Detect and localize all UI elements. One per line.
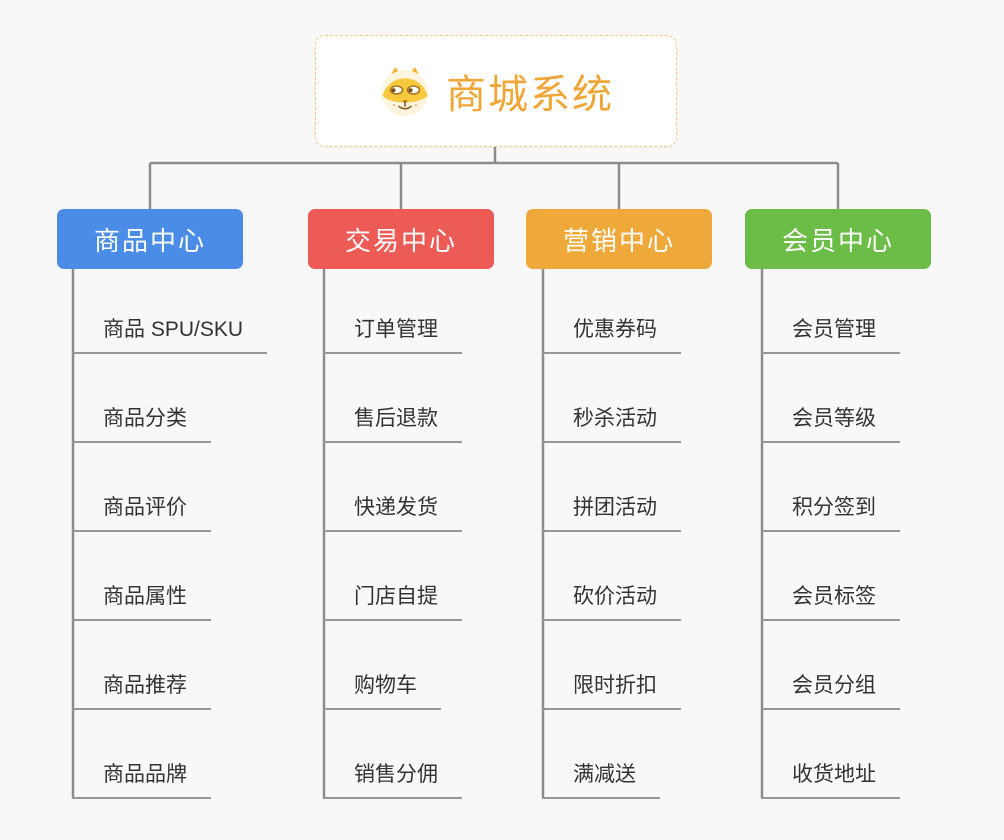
branch-node-member-center[interactable]: 会员中心 <box>745 209 931 269</box>
leaf-node[interactable]: 商品分类 <box>72 402 211 443</box>
leaf-row: 会员标签 <box>761 532 900 621</box>
leaf-column-trade-center: 订单管理 售后退款 快递发货 门店自提 购物车 销售分佣 <box>323 265 462 799</box>
leaf-row: 限时折扣 <box>542 621 681 710</box>
leaf-row: 商品评价 <box>72 443 267 532</box>
leaf-row: 商品品牌 <box>72 710 267 799</box>
leaf-row: 会员等级 <box>761 354 900 443</box>
branch-node-marketing-center[interactable]: 营销中心 <box>526 209 712 269</box>
branch-node-trade-center[interactable]: 交易中心 <box>308 209 494 269</box>
leaf-row: 购物车 <box>323 621 462 710</box>
leaf-row: 商品推荐 <box>72 621 267 710</box>
leaf-row: 售后退款 <box>323 354 462 443</box>
branch-label: 营销中心 <box>562 225 675 256</box>
leaf-column-marketing-center: 优惠券码 秒杀活动 拼团活动 砍价活动 限时折扣 满减送 <box>542 265 681 799</box>
leaf-node[interactable]: 快递发货 <box>323 491 462 532</box>
leaf-row: 会员管理 <box>761 265 900 354</box>
leaf-node[interactable]: 销售分佣 <box>323 758 462 799</box>
leaf-node[interactable]: 优惠券码 <box>542 313 681 354</box>
leaf-node[interactable]: 商品品牌 <box>72 758 211 799</box>
leaf-row: 销售分佣 <box>323 710 462 799</box>
leaf-row: 积分签到 <box>761 443 900 532</box>
leaf-row: 砍价活动 <box>542 532 681 621</box>
leaf-row: 商品分类 <box>72 354 267 443</box>
leaf-row: 会员分组 <box>761 621 900 710</box>
branch-label: 商品中心 <box>93 225 206 256</box>
leaf-column-product-center: 商品 SPU/SKU 商品分类 商品评价 商品属性 商品推荐 商品品牌 <box>72 265 268 799</box>
shiba-dog-icon <box>378 64 432 118</box>
leaf-row: 秒杀活动 <box>542 354 681 443</box>
leaf-node[interactable]: 收货地址 <box>761 758 900 799</box>
leaf-row: 快递发货 <box>323 443 462 532</box>
leaf-node[interactable]: 售后退款 <box>323 402 462 443</box>
leaf-row: 拼团活动 <box>542 443 681 532</box>
root-node-mall-system[interactable]: 商城系统 <box>315 35 677 147</box>
branch-node-product-center[interactable]: 商品中心 <box>57 209 243 269</box>
leaf-row: 收货地址 <box>761 710 900 799</box>
leaf-node[interactable]: 限时折扣 <box>542 669 681 710</box>
leaf-node[interactable]: 会员分组 <box>761 669 900 710</box>
leaf-node[interactable]: 会员管理 <box>761 313 900 354</box>
leaf-node[interactable]: 订单管理 <box>323 313 462 354</box>
leaf-node[interactable]: 门店自提 <box>323 580 462 621</box>
leaf-node[interactable]: 会员标签 <box>761 580 900 621</box>
leaf-row: 商品属性 <box>72 532 267 621</box>
leaf-node[interactable]: 商品 SPU/SKU <box>72 313 268 354</box>
leaf-node[interactable]: 积分签到 <box>761 491 900 532</box>
leaf-row: 订单管理 <box>323 265 462 354</box>
leaf-row: 满减送 <box>542 710 681 799</box>
leaf-node[interactable]: 商品推荐 <box>72 669 211 710</box>
leaf-row: 优惠券码 <box>542 265 681 354</box>
leaf-node[interactable]: 秒杀活动 <box>542 402 681 443</box>
leaf-row: 商品 SPU/SKU <box>72 265 268 354</box>
leaf-column-member-center: 会员管理 会员等级 积分签到 会员标签 会员分组 收货地址 <box>761 265 900 799</box>
leaf-node[interactable]: 商品属性 <box>72 580 211 621</box>
leaf-node[interactable]: 商品评价 <box>72 491 211 532</box>
branch-label: 交易中心 <box>344 225 457 256</box>
leaf-row: 门店自提 <box>323 532 462 621</box>
leaf-node[interactable]: 购物车 <box>323 669 441 710</box>
root-title: 商城系统 <box>446 73 614 117</box>
leaf-node[interactable]: 拼团活动 <box>542 491 681 532</box>
leaf-node[interactable]: 满减送 <box>542 758 660 799</box>
branch-label: 会员中心 <box>781 225 894 256</box>
leaf-node[interactable]: 会员等级 <box>761 402 900 443</box>
leaf-node[interactable]: 砍价活动 <box>542 580 681 621</box>
